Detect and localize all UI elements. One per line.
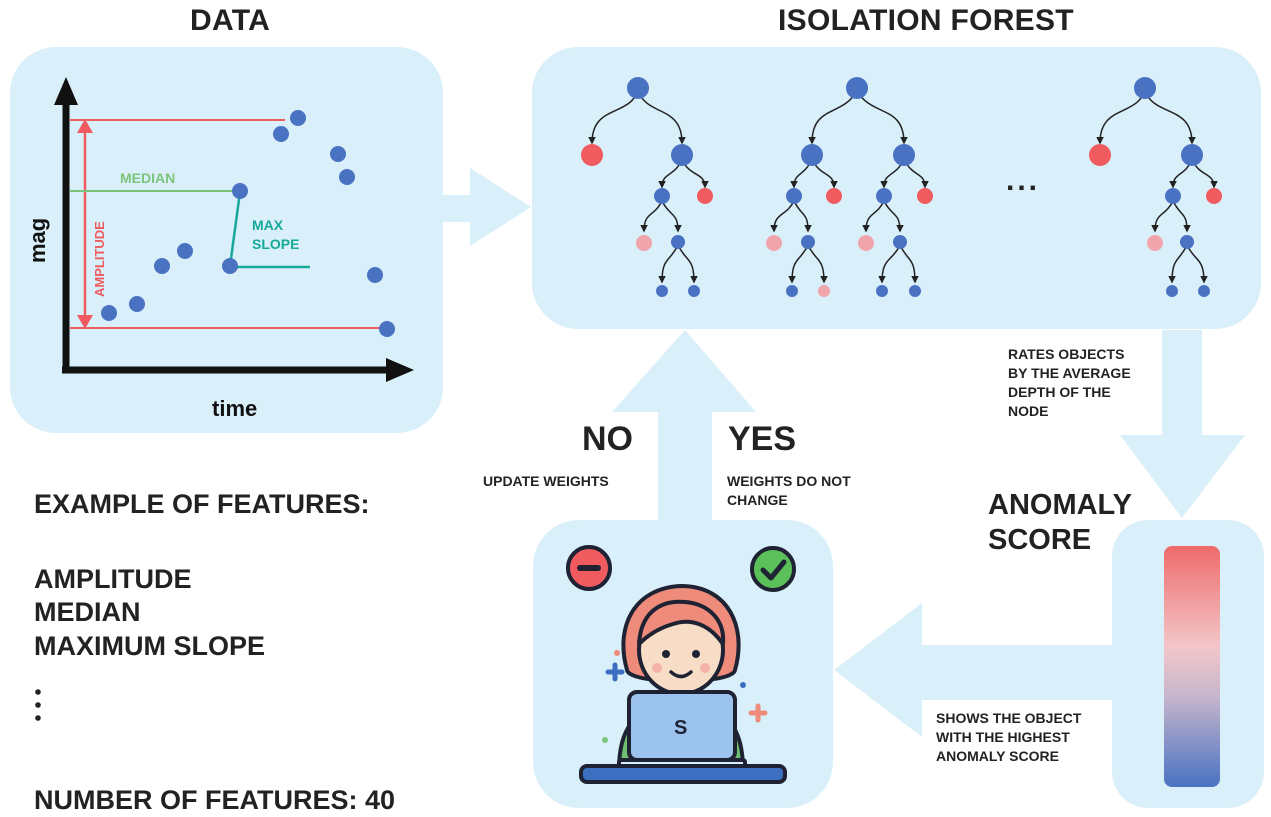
no-label: NO: [582, 420, 633, 458]
x-axis-arrow: [386, 358, 414, 382]
forest-ellipsis: ...: [1006, 164, 1041, 197]
data-points: [101, 110, 395, 337]
arrow-icon: [612, 330, 756, 520]
check-circle-icon: [750, 546, 796, 592]
data-title: DATA: [190, 4, 271, 37]
arrow-icon: [834, 603, 1112, 737]
light-curve-plot: AMPLITUDE MEDIAN MAX SLOPE mag time: [25, 77, 414, 421]
y-axis-arrow: [54, 77, 78, 105]
amplitude-label: AMPLITUDE: [92, 221, 107, 297]
max-slope-label-2: SLOPE: [252, 236, 299, 252]
feature-item-median: MEDIAN: [34, 597, 141, 627]
max-slope-label-1: MAX: [252, 217, 284, 233]
arrow-icon: [442, 168, 531, 246]
features-heading: EXAMPLE OF FEATURES:: [34, 489, 370, 519]
no-note: UPDATE WEIGHTS: [483, 473, 609, 489]
isolation-forest-trees: [581, 77, 1222, 297]
x-axis-label: time: [212, 396, 257, 421]
arrow-icon: [1120, 330, 1245, 518]
anomaly-score-gradient: [1164, 546, 1220, 787]
features-count: NUMBER OF FEATURES: 40: [34, 785, 396, 815]
feature-item-max-slope: MAXIMUM SLOPE: [34, 631, 266, 661]
feature-item-amplitude: AMPLITUDE: [34, 564, 192, 594]
y-axis-label: mag: [25, 218, 50, 263]
yes-label: YES: [728, 420, 797, 458]
user-laptop-icon: S: [566, 545, 796, 784]
minus-circle-icon: [566, 545, 612, 591]
vertical-ellipsis-icon: [35, 689, 41, 721]
laptop-logo: S: [674, 717, 687, 739]
max-slope-line: [228, 191, 242, 267]
forest-title: ISOLATION FOREST: [778, 4, 1074, 37]
median-label: MEDIAN: [120, 170, 175, 186]
